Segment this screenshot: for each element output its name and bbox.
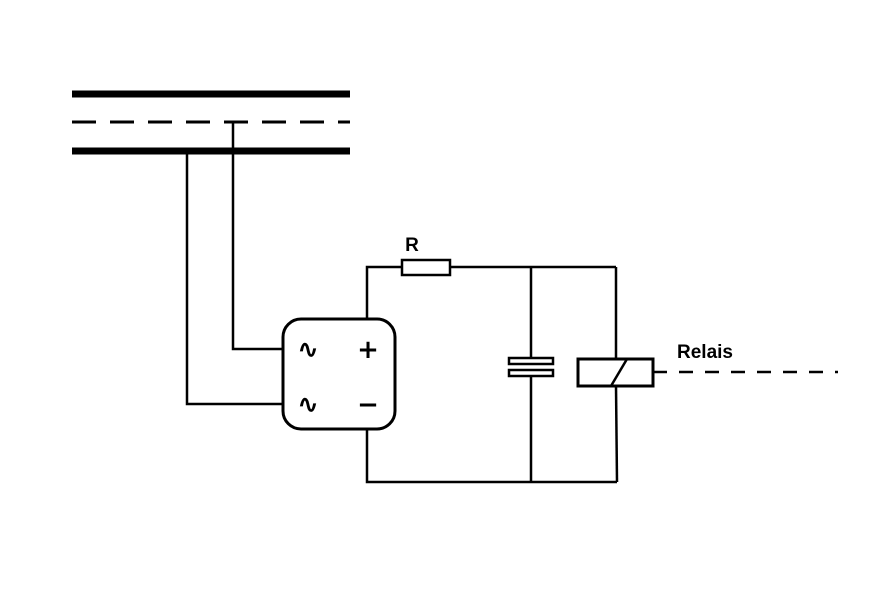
resistor-body bbox=[400, 258, 452, 277]
feed-wires bbox=[185, 122, 283, 406]
resistor: R bbox=[400, 235, 452, 277]
capacitor-plate-top bbox=[507, 356, 555, 366]
minus-symbol: − bbox=[357, 390, 379, 420]
ac-symbol-top: ∿ bbox=[297, 335, 319, 365]
relay-coil bbox=[576, 357, 655, 388]
wire-from-bottom-rail bbox=[185, 151, 283, 406]
wire-relay-bottom bbox=[614, 385, 619, 483]
rectifier-box bbox=[281, 317, 397, 431]
relay: Relais bbox=[576, 342, 838, 388]
relay-label: Relais bbox=[677, 342, 733, 363]
resistor-label: R bbox=[405, 235, 419, 256]
power-line bbox=[72, 90, 350, 155]
plus-symbol: + bbox=[357, 335, 379, 365]
rectifier: ∿ ∿ + − bbox=[281, 317, 397, 431]
wire-minus-return bbox=[365, 429, 617, 484]
wire-plus-to-resistor bbox=[365, 265, 402, 319]
capacitor-plate-bottom bbox=[507, 368, 555, 378]
dc-wiring bbox=[365, 265, 619, 484]
wire-from-center-rail bbox=[231, 122, 283, 351]
capacitor bbox=[507, 356, 555, 378]
ac-symbol-bottom: ∿ bbox=[297, 390, 319, 420]
relay-coil-slash bbox=[609, 358, 629, 387]
